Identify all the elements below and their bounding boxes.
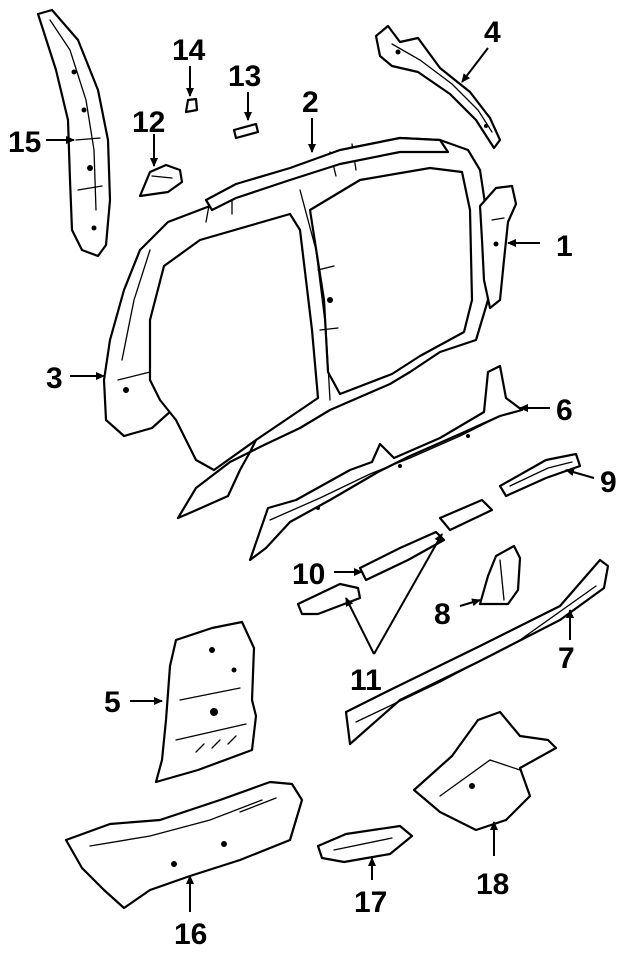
- part-7-rocker-outer: [344, 558, 610, 746]
- part-6-rocker-inner: [248, 364, 524, 562]
- leader-lines: [46, 47, 595, 912]
- part-18-floor-reinforcement: [412, 710, 558, 832]
- callout-17: 17: [354, 886, 387, 919]
- callout-13: 13: [228, 60, 261, 93]
- callout-3: 3: [46, 362, 63, 395]
- part-2-roof-rail: [204, 136, 450, 212]
- callout-18: 18: [476, 868, 509, 901]
- part-11-plate: [296, 582, 362, 616]
- part-3-body-side-outer: [102, 136, 490, 520]
- part-16-floor-support: [64, 780, 304, 910]
- callout-12: 12: [132, 106, 165, 139]
- callout-2: 2: [302, 86, 319, 119]
- callout-5: 5: [104, 686, 121, 719]
- part-1-hinge-pillar: [478, 184, 518, 310]
- part-4-roof-rail: [374, 24, 502, 150]
- part-9-reinforcement: [498, 452, 582, 498]
- part-14-clip: [184, 97, 199, 114]
- callouts: 1 2 3 4 5 6 7 8 9 10 11 12 13 14 15 16 1…: [8, 16, 617, 951]
- part-13-plate: [232, 122, 260, 140]
- callout-16: 16: [174, 918, 207, 951]
- callout-14: 14: [172, 34, 206, 67]
- callout-9: 9: [600, 466, 617, 499]
- callout-11: 11: [350, 664, 382, 697]
- part-12-bracket: [138, 163, 184, 198]
- callout-7: 7: [558, 642, 575, 675]
- callout-8: 8: [434, 598, 451, 631]
- part-17-brace: [316, 824, 414, 864]
- part-10-reinforcement: [358, 498, 494, 582]
- callout-4: 4: [484, 16, 501, 49]
- part-8-bracket: [478, 544, 522, 606]
- part-5-pillar-inner: [154, 620, 258, 784]
- callout-1: 1: [556, 230, 573, 263]
- callout-6: 6: [556, 394, 573, 427]
- part-15-pillar-reinforcement: [36, 8, 112, 258]
- callout-10: 10: [292, 558, 325, 591]
- callout-15: 15: [8, 126, 41, 159]
